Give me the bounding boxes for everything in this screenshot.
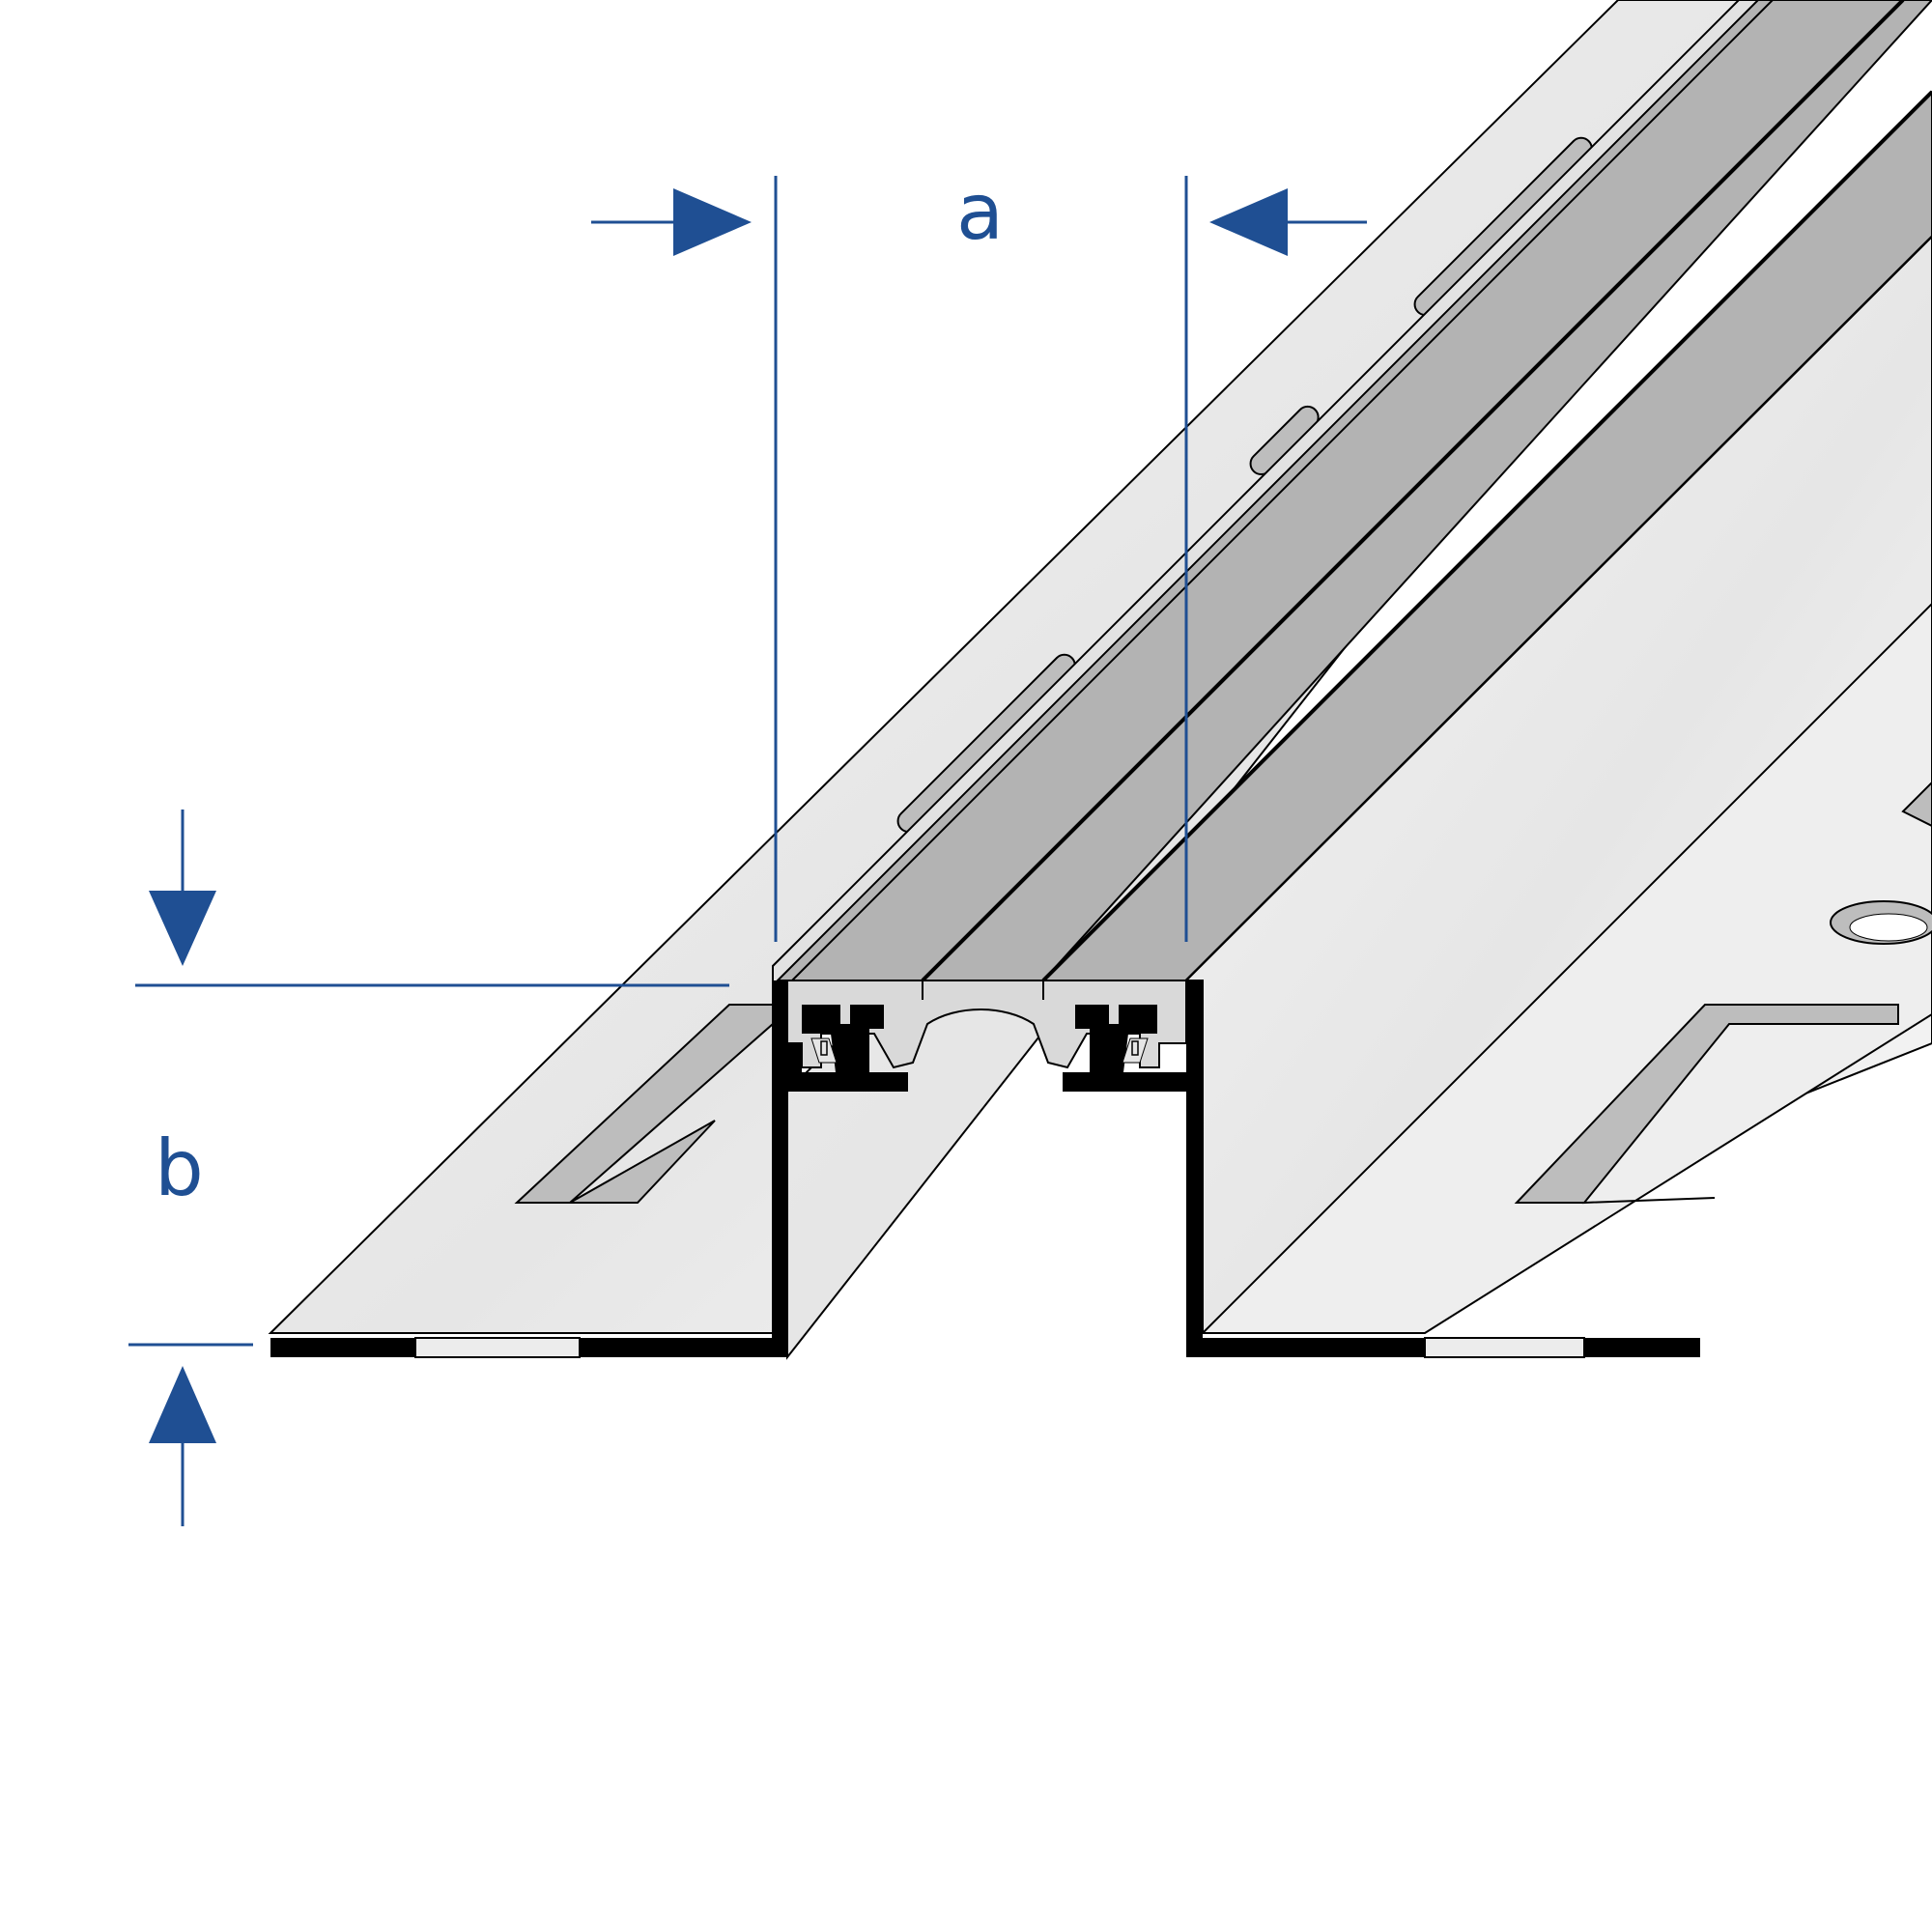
dimension-b-label: b bbox=[155, 1123, 204, 1213]
dimension-b-arrow-top bbox=[149, 891, 216, 966]
left-flange bbox=[268, 0, 1750, 1334]
dimension-a-arrow-right bbox=[1209, 188, 1288, 256]
dimension-b-arrow-bottom bbox=[149, 1366, 216, 1443]
profile-cross-section bbox=[270, 980, 1700, 1358]
right-flange bbox=[1183, 235, 1932, 1335]
joint-insert bbox=[775, 0, 1932, 982]
dimension-a-label: a bbox=[956, 167, 1005, 257]
dimension-b bbox=[128, 810, 729, 1526]
dimension-a bbox=[591, 176, 1367, 942]
dimension-a-arrow-left bbox=[673, 188, 752, 256]
